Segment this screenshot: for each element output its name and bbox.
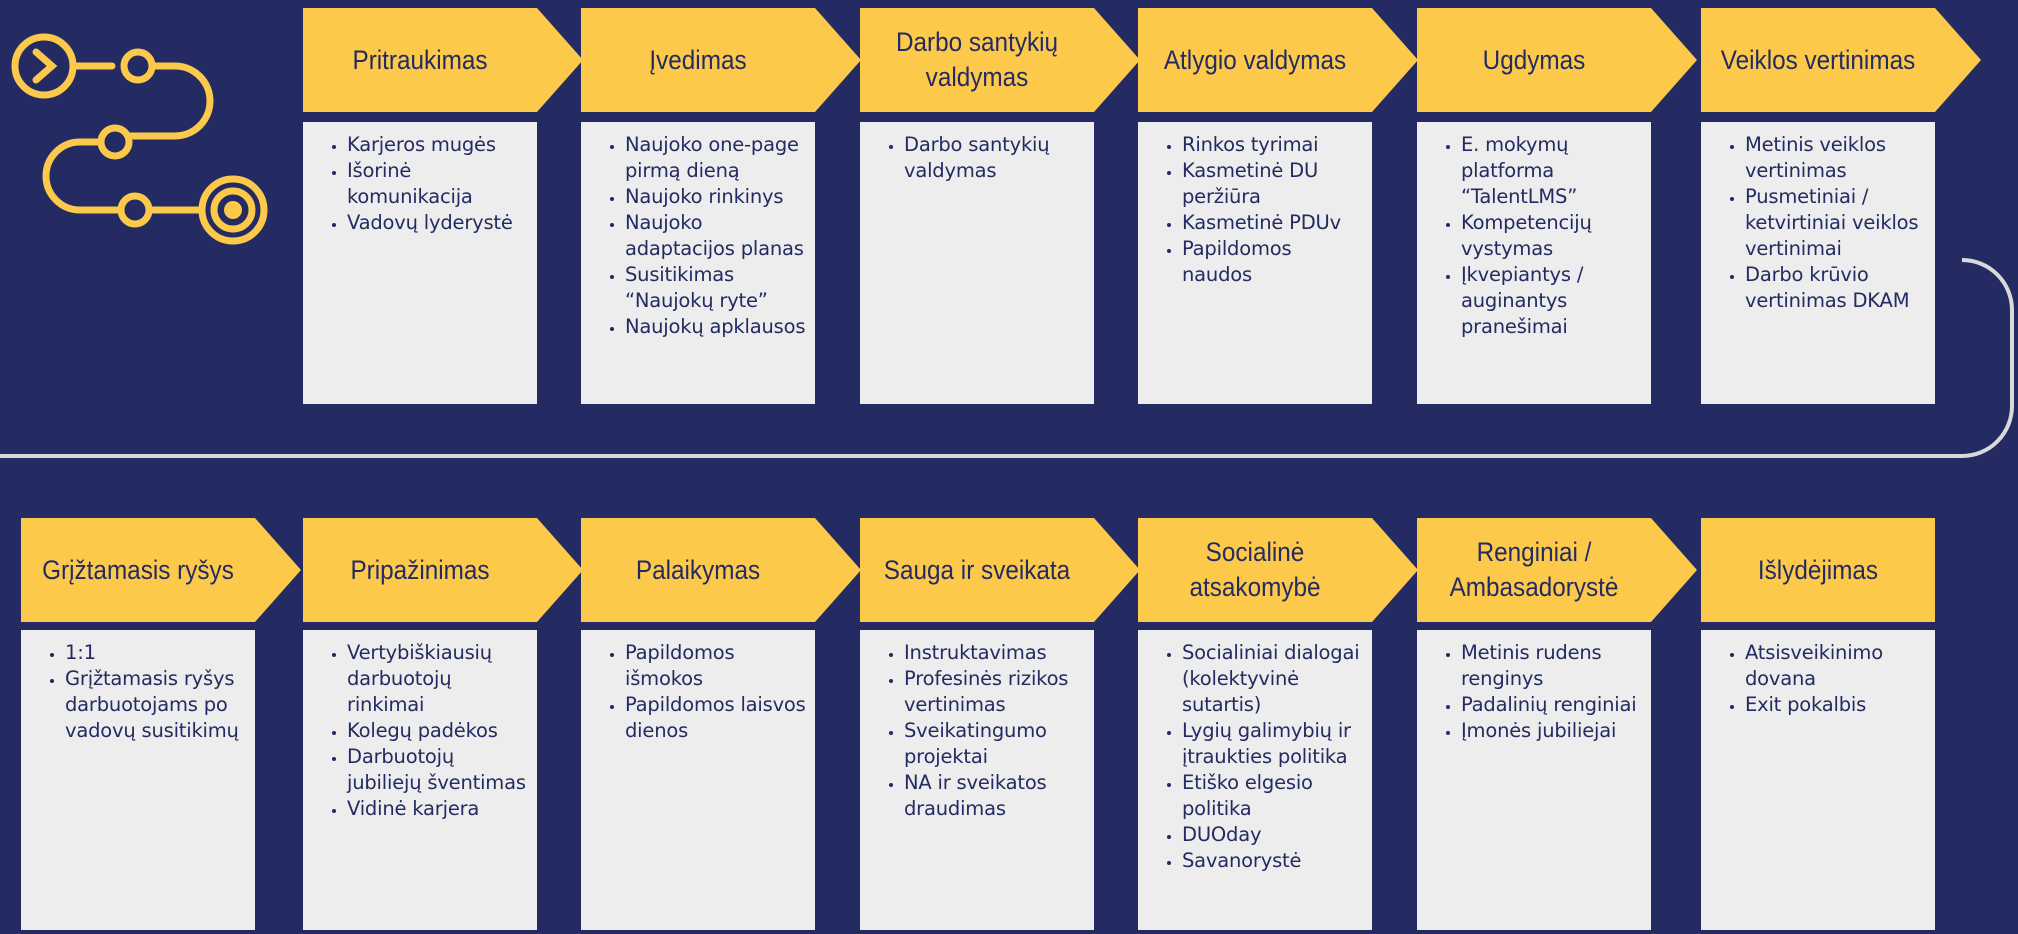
stage-items-box: Atsisveikinimo dovana Exit pokalbis [1701,630,1935,930]
stage-items-box: Vertybiškiausių darbuotojų rinkimai Kole… [303,630,537,930]
list-item: Susitikimas “Naujokų ryte” [625,262,809,314]
stage-header: Darbo santykių valdymas [860,8,1140,112]
stage-header: Socialinė atsakomybė [1138,518,1418,622]
list-item: Naujoko one-page pirmą dieną [625,132,809,184]
list-item: Naujoko rinkinys [625,184,809,210]
list-item: Padalinių renginiai [1461,692,1645,718]
stage-title: Atlygio valdymas [1163,44,1347,75]
stage-title: Grįžtamasis ryšys [42,554,234,585]
stage-items-box: Rinkos tyrimai Kasmetinė DU peržiūra Kas… [1138,122,1372,404]
list-item: DUOday [1182,822,1366,848]
list-item: Atsisveikinimo dovana [1745,640,1929,692]
list-item: Vertybiškiausių darbuotojų rinkimai [347,640,531,718]
list-item: Papildomos naudos [1182,236,1366,288]
stage-header: Palaikymas [581,518,861,622]
list-item: Papildomos laisvos dienos [625,692,809,744]
journey-path-icon [11,33,268,245]
stage-title: Įvedimas [649,44,747,75]
stage-items-box: Instruktavimas Profesinės rizikos vertin… [860,630,1094,930]
stage-items-box: Metinis rudens renginys Padalinių rengin… [1417,630,1651,930]
stage-items-box: E. mokymų platforma “TalentLMS” Kompeten… [1417,122,1651,404]
stage-header: Grįžtamasis ryšys [21,518,301,622]
list-item: Kompetencijų vystymas [1461,210,1645,262]
stage-title: Darbo santykių valdymas [895,27,1059,92]
stage-header: Pritraukimas [303,8,583,112]
stage-items-box: 1:1 Grįžtamasis ryšys darbuotojams po va… [21,630,255,930]
list-item: Darbo santykių valdymas [904,132,1088,184]
stage-header: Veiklos vertinimas [1701,8,1981,112]
list-item: Įkvepiantys / auginantys pranešimai [1461,262,1645,340]
list-item: Vidinė karjera [347,796,531,822]
list-item: Išorinė komunikacija [347,158,531,210]
list-item: Metinis veiklos vertinimas [1745,132,1929,184]
stage-header: Išlydėjimas [1701,518,1935,622]
list-item: Lygių galimybių ir įtraukties politika [1182,718,1366,770]
stage-title: Palaikymas [635,554,761,585]
stage-title: Išlydėjimas [1757,554,1879,585]
stage-header: Įvedimas [581,8,861,112]
list-item: Sveikatingumo projektai [904,718,1088,770]
list-item: Rinkos tyrimai [1182,132,1366,158]
list-item: Etiško elgesio politika [1182,770,1366,822]
stage-items-box: Metinis veiklos vertinimas Pusmetiniai /… [1701,122,1935,404]
stage-header: Renginiai / Ambasadorystė [1417,518,1697,622]
list-item: Kolegų padėkos [347,718,531,744]
list-item: Darbo krūvio vertinimas DKAM [1745,262,1929,314]
list-item: Exit pokalbis [1745,692,1929,718]
list-item: Savanorystė [1182,848,1366,874]
list-item: Kasmetinė PDUv [1182,210,1366,236]
list-item: 1:1 [65,640,249,666]
list-item: Pusmetiniai / ketvirtiniai veiklos verti… [1745,184,1929,262]
stage-header: Ugdymas [1417,8,1697,112]
stage-items-box: Naujoko one-page pirmą dieną Naujoko rin… [581,122,815,404]
list-item: Naujoko adaptacijos planas [625,210,809,262]
stage-items-box: Darbo santykių valdymas [860,122,1094,404]
stage-header: Atlygio valdymas [1138,8,1418,112]
list-item: Grįžtamasis ryšys darbuotojams po vadovų… [65,666,249,744]
stage-title: Pripažinimas [350,554,490,585]
stage-title: Renginiai / Ambasadorystė [1449,537,1619,602]
stage-title: Ugdymas [1482,44,1586,75]
stage-items-box: Karjeros mugės Išorinė komunikacija Vado… [303,122,537,404]
list-item: Kasmetinė DU peržiūra [1182,158,1366,210]
stage-items-box: Papildomos išmokos Papildomos laisvos di… [581,630,815,930]
list-item: Darbuotojų jubiliejų šventimas [347,744,531,796]
stage-title: Sauga ir sveikata [883,554,1071,585]
list-item: Instruktavimas [904,640,1088,666]
list-item: Naujokų apklausos [625,314,809,340]
list-item: Papildomos išmokos [625,640,809,692]
stage-title: Socialinė atsakomybė [1189,537,1321,602]
list-item: NA ir sveikatos draudimas [904,770,1088,822]
stage-header: Sauga ir sveikata [860,518,1140,622]
list-item: Socialiniai dialogai (kolektyvinė sutart… [1182,640,1366,718]
list-item: Metinis rudens renginys [1461,640,1645,692]
list-item: Vadovų lyderystė [347,210,531,236]
stage-items-box: Socialiniai dialogai (kolektyvinė sutart… [1138,630,1372,930]
stage-header: Pripažinimas [303,518,583,622]
list-item: Įmonės jubiliejai [1461,718,1645,744]
stage-title: Pritraukimas [352,44,488,75]
list-item: Profesinės rizikos vertinimas [904,666,1088,718]
stage-title: Veiklos vertinimas [1720,44,1916,75]
list-item: E. mokymų platforma “TalentLMS” [1461,132,1645,210]
list-item: Karjeros mugės [347,132,531,158]
